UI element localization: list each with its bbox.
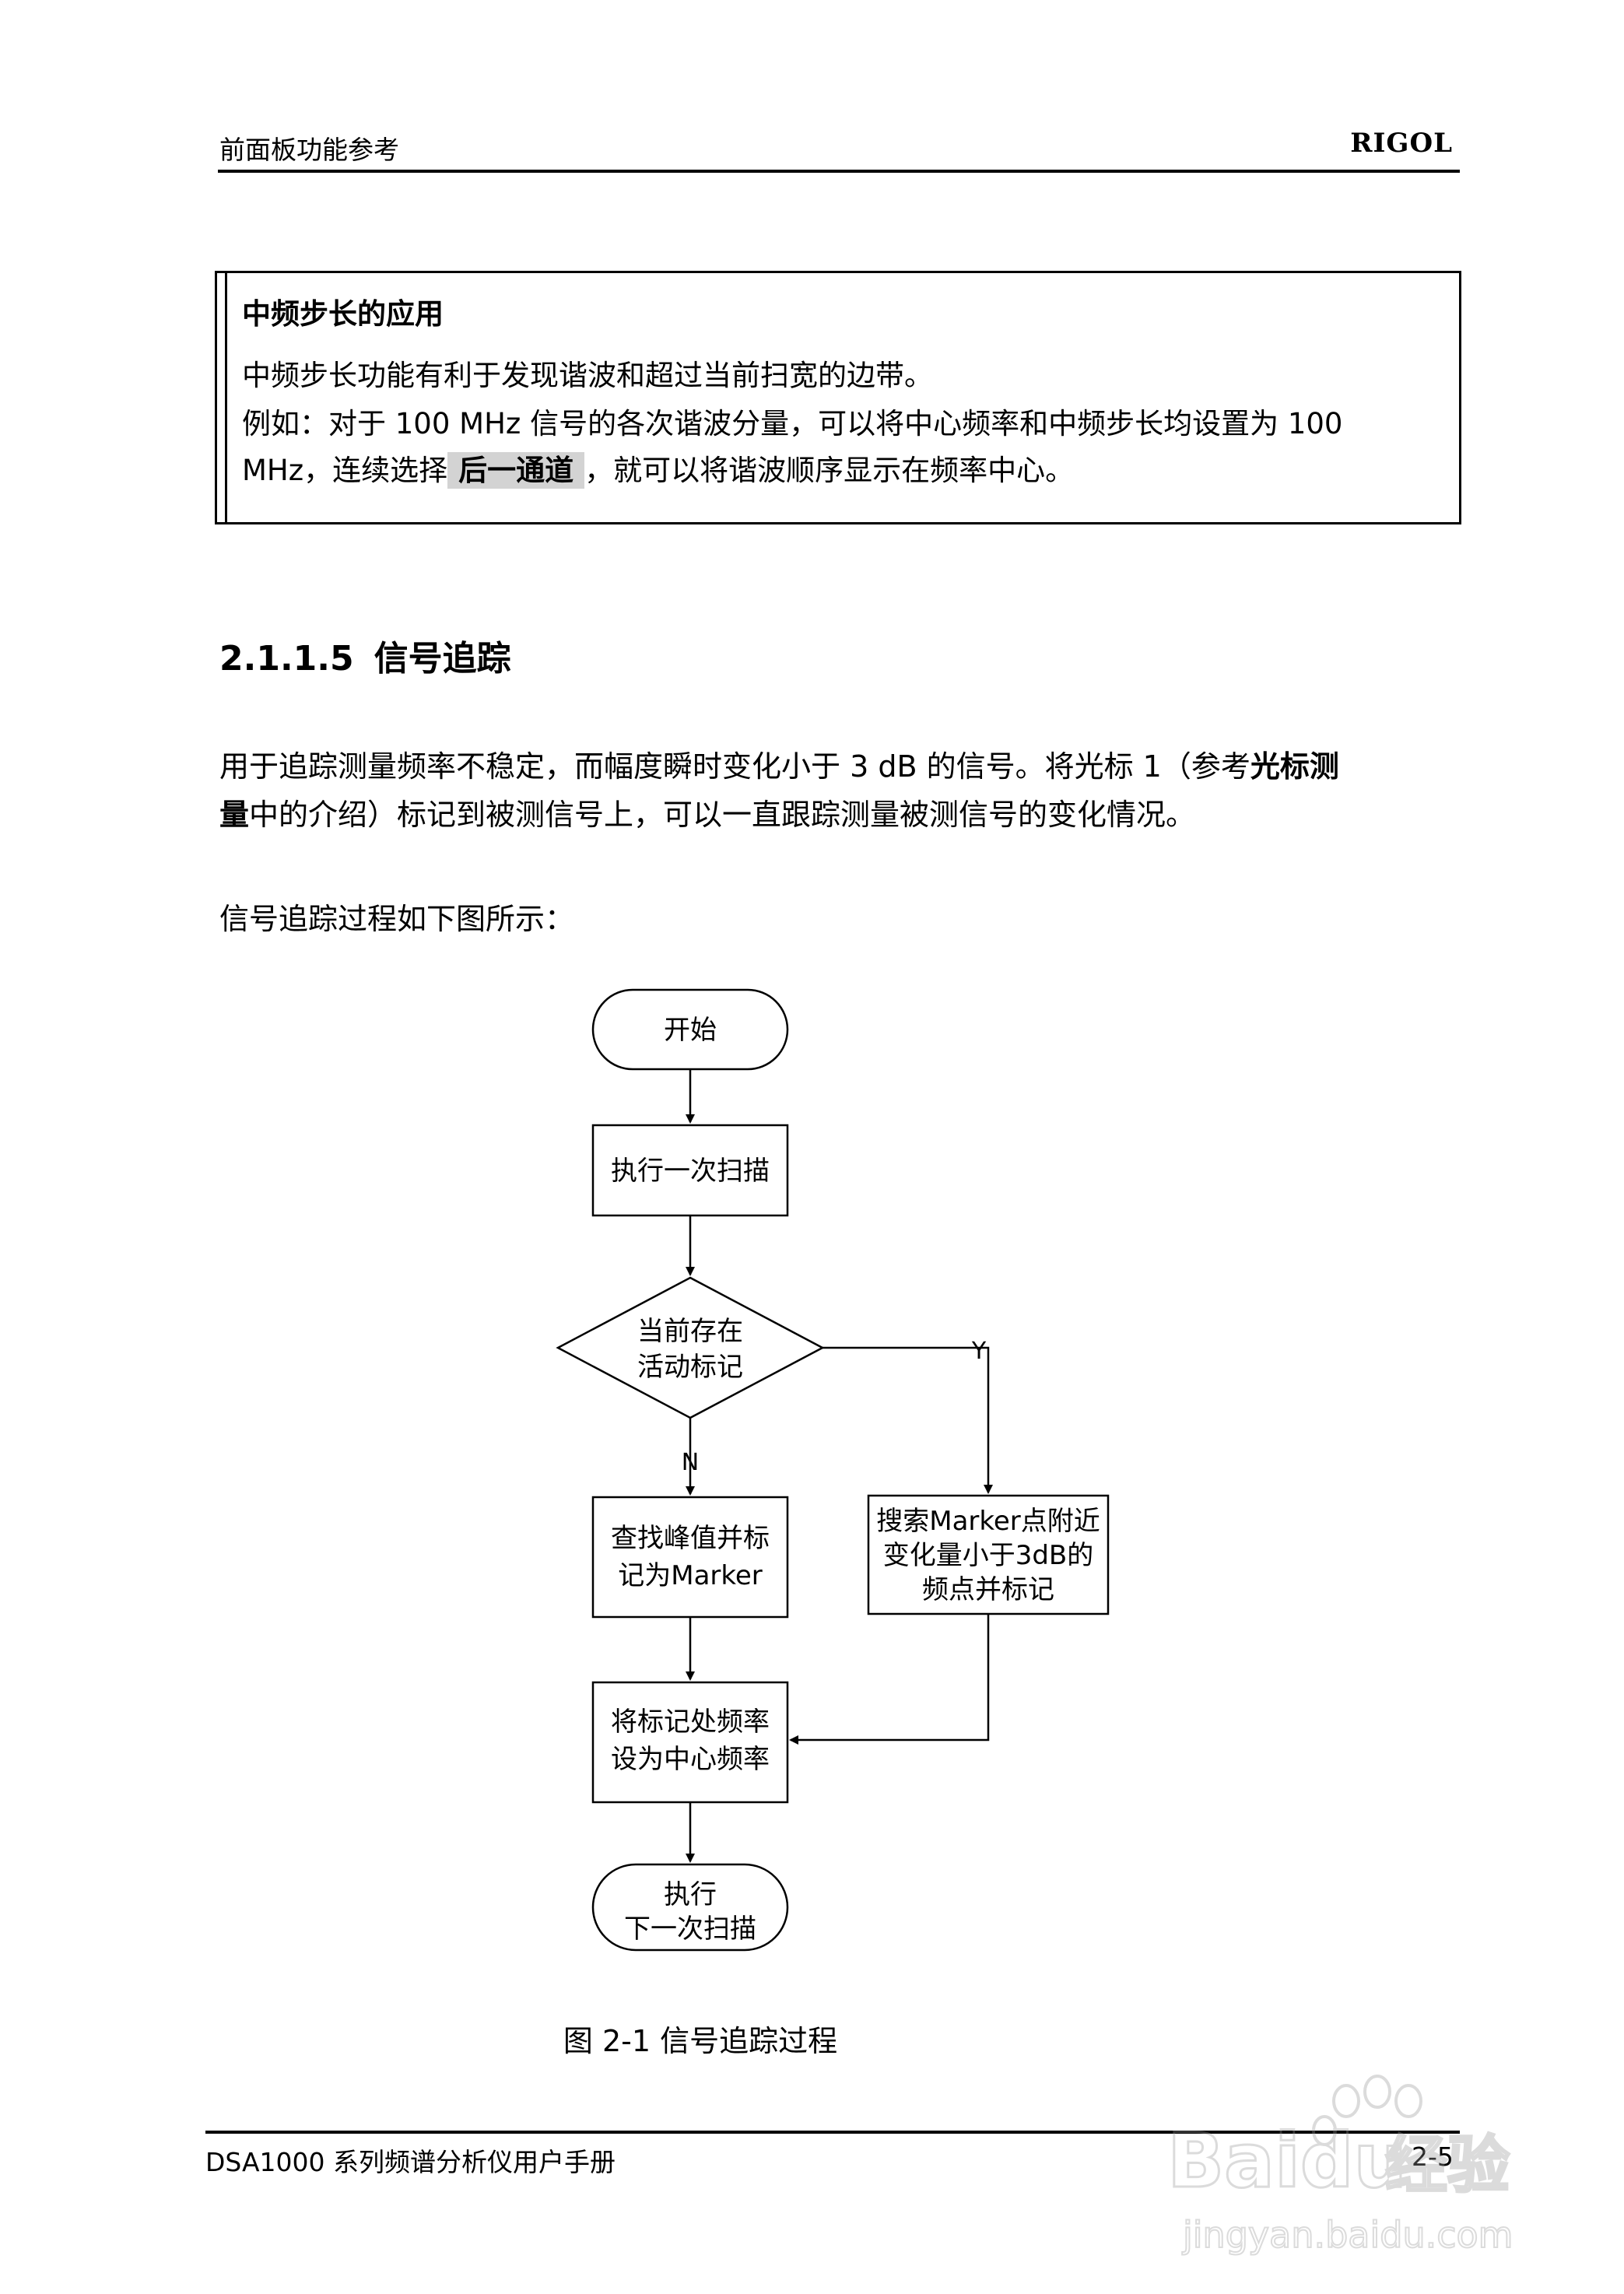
decision-active-marker — [556, 1276, 825, 1419]
note-title: 中频步长的应用 — [242, 297, 444, 331]
footer-page-number: 2-5 — [1412, 2141, 1454, 2172]
no-label: N — [682, 1449, 699, 1476]
figure-caption: 图 2-1 信号追踪过程 — [563, 2024, 838, 2058]
end-line-1: 执行 — [664, 1879, 717, 1910]
next-channel-softkey: 后一通道 — [447, 452, 585, 489]
step-set-center-line-1: 将标记处频率 — [611, 1706, 770, 1738]
section-heading: 2.1.1.5 信号追踪 — [219, 630, 511, 680]
note-line-3-text-post: ，就可以将谐波顺序显示在频率中心。 — [584, 454, 1075, 487]
note-line-1: 中频步长功能有利于发现谐波和超过当前扫宽的边带。 — [242, 359, 933, 392]
arrow-yes-branch — [823, 1346, 993, 1494]
footer-manual-title: DSA1000 系列频谱分析仪用户手册 — [205, 2147, 616, 2177]
step-track-search-line-3: 频点并标记 — [922, 1574, 1054, 1605]
step-peak-search-line-2: 记为Marker — [618, 1560, 763, 1591]
step-track-search-box — [867, 1494, 1110, 1615]
footer-divider — [205, 2131, 1460, 2134]
step-single-sweep-box — [591, 1124, 789, 1217]
step-peak-search-box — [591, 1496, 789, 1619]
watermark-jingyan: 经验 — [1385, 2129, 1510, 2201]
marker-measure-link-part2: 量 — [219, 798, 250, 832]
yes-label: Y — [971, 1338, 987, 1365]
start-label: 开始 — [664, 1015, 717, 1046]
watermark-brand: Baidu — [1167, 2117, 1407, 2205]
decision-line-2: 活动标记 — [637, 1352, 743, 1383]
watermark-url: jingyan.baidu.com — [1182, 2214, 1514, 2256]
note-line-3: MHz，连续选择后一通道，就可以将谐波顺序显示在频率中心。 — [242, 452, 1074, 489]
header-brand-logo: RIGOL — [1350, 128, 1453, 159]
step-set-center-box — [591, 1681, 789, 1804]
baidu-jingyan-watermark: Baidu 经验 jingyan.baidu.com — [1166, 2075, 1514, 2257]
note-line-2: 例如：对于 100 MHz 信号的各次谐波分量，可以将中心频率和中频步长均设置为… — [242, 407, 1343, 440]
step-peak-search-line-1: 查找峰值并标 — [611, 1523, 770, 1554]
paragraph-2: 信号追踪过程如下图所示： — [219, 902, 575, 936]
end-line-2: 下一次扫描 — [624, 1913, 756, 1945]
marker-measure-link-part1: 光标测 — [1250, 749, 1339, 784]
end-terminal — [591, 1863, 789, 1952]
step-set-center-line-2: 设为中心频率 — [611, 1744, 770, 1775]
paragraph-1-line-1-text: 用于追踪测量频率不稳定，而幅度瞬时变化小于 3 dB 的信号。将光标 1（参考 — [219, 749, 1250, 784]
paragraph-1-line-2-text: 中的介绍）标记到被测信号上，可以一直跟踪测量被测信号的变化情况。 — [249, 798, 1196, 832]
step-track-search-line-2: 变化量小于3dB的 — [883, 1540, 1094, 1571]
note-box: 中频步长的应用 中频步长功能有利于发现谐波和超过当前扫宽的边带。 例如：对于 1… — [215, 271, 1461, 524]
arrow-track-to-set — [789, 1614, 990, 1745]
step-single-sweep-label: 执行一次扫描 — [611, 1156, 770, 1187]
header-divider — [218, 170, 1460, 173]
decision-line-1: 当前存在 — [637, 1316, 743, 1347]
section-title: 信号追踪 — [374, 639, 511, 679]
paragraph-1-line-1: 用于追踪测量频率不稳定，而幅度瞬时变化小于 3 dB 的信号。将光标 1（参考光… — [219, 742, 1339, 785]
header-section-title: 前面板功能参考 — [219, 135, 399, 165]
step-track-search-line-1: 搜索Marker点附近 — [876, 1506, 1100, 1537]
paragraph-1-line-2: 量中的介绍）标记到被测信号上，可以一直跟踪测量被测信号的变化情况。 — [219, 791, 1195, 833]
note-box-accent-bar — [225, 273, 227, 522]
note-line-3-text-pre: MHz，连续选择 — [242, 454, 448, 487]
section-number: 2.1.1.5 — [219, 639, 354, 679]
